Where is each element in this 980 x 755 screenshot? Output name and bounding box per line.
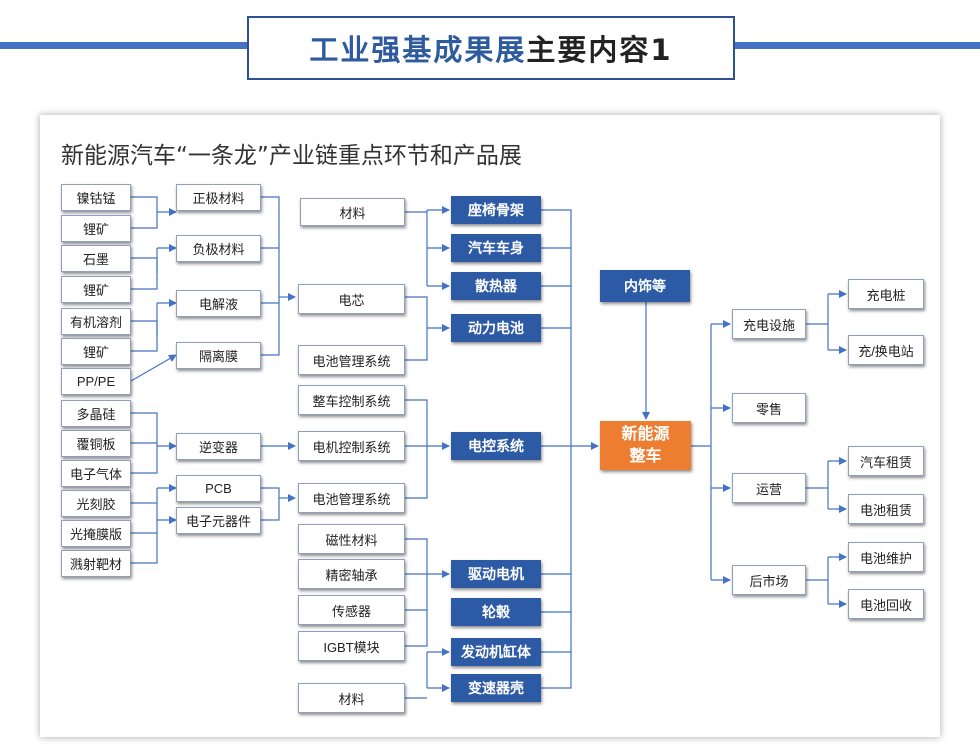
node-battery-rental: 电池租赁	[848, 494, 924, 524]
node-sputtering-target: 溅射靶材	[61, 550, 131, 577]
node-engine-block: 发动机缸体	[451, 638, 541, 666]
node-seat-frame: 座椅骨架	[451, 196, 541, 224]
node-graphite: 石墨	[61, 245, 131, 272]
diagram-subtitle: 新能源汽车“一条龙”产业链重点环节和产品展	[61, 143, 522, 169]
node-materials-2: 材料	[298, 683, 405, 713]
node-power-battery: 动力电池	[451, 314, 541, 342]
node-lithium-ore-2: 锂矿	[61, 276, 131, 303]
node-electrolyte: 电解液	[176, 290, 261, 317]
node-retail: 零售	[732, 393, 806, 423]
node-lithium-ore-1: 锂矿	[61, 215, 131, 242]
node-battery-recycling: 电池回收	[848, 589, 924, 619]
node-vehicle-control-system: 整车控制系统	[298, 385, 405, 415]
node-drive-motor: 驱动电机	[451, 560, 541, 588]
node-sensor: 传感器	[298, 595, 405, 625]
page-title: 工业强基成果展主要内容1	[247, 16, 735, 80]
node-electric-control-system: 电控系统	[451, 432, 541, 460]
node-inverter: 逆变器	[176, 433, 261, 460]
node-car-body: 汽车车身	[451, 234, 541, 262]
node-igbt-module: IGBT模块	[298, 631, 405, 661]
node-materials-1: 材料	[300, 198, 405, 226]
vehicle-label-line2: 整车	[629, 447, 662, 465]
node-aftermarket: 后市场	[732, 565, 806, 595]
vehicle-label-line1: 新能源	[621, 425, 670, 443]
node-radiator: 散热器	[451, 272, 541, 300]
node-anode-material: 负极材料	[176, 235, 261, 262]
node-precision-bearing: 精密轴承	[298, 559, 405, 589]
title-blue-part: 工业强基成果展	[309, 33, 527, 67]
node-pcb: PCB	[176, 475, 261, 502]
node-polysilicon: 多晶硅	[61, 400, 131, 427]
node-wheel-hub: 轮毂	[451, 598, 541, 626]
node-interior-trim: 内饰等	[600, 270, 690, 302]
node-electronic-gas: 电子气体	[61, 460, 131, 487]
node-bms-2: 电池管理系统	[298, 483, 405, 513]
node-charging-pile: 充电桩	[848, 279, 924, 309]
node-motor-control-system: 电机控制系统	[298, 431, 405, 461]
node-bms-1: 电池管理系统	[298, 345, 405, 375]
node-gearbox-housing: 变速器壳	[451, 674, 541, 702]
node-car-rental: 汽车租赁	[848, 446, 924, 476]
node-nickel-cobalt-manganese: 镍钴锰	[61, 184, 131, 211]
node-battery-cell: 电芯	[298, 284, 405, 314]
node-charging-swap-station: 充/换电站	[848, 335, 924, 365]
node-operations: 运营	[732, 473, 806, 503]
header-line-right	[733, 42, 980, 49]
node-photomask: 光掩膜版	[61, 520, 131, 547]
node-new-energy-vehicle: 新能源 整车	[600, 421, 691, 470]
node-organic-solvent: 有机溶剂	[61, 308, 131, 335]
node-photoresist: 光刻胶	[61, 490, 131, 517]
header-line-left	[0, 42, 250, 49]
node-separator: 隔离膜	[176, 342, 261, 369]
node-pp-pe: PP/PE	[61, 368, 131, 395]
node-electronic-components: 电子元器件	[176, 507, 261, 534]
node-copper-clad-board: 覆铜板	[61, 430, 131, 457]
node-lithium-ore-3: 锂矿	[61, 338, 131, 365]
title-dark-part: 主要内容1	[526, 33, 673, 67]
node-cathode-material: 正极材料	[176, 184, 261, 211]
node-charging-facilities: 充电设施	[732, 309, 806, 339]
node-magnetic-material: 磁性材料	[298, 524, 405, 554]
node-battery-maintenance: 电池维护	[848, 542, 924, 572]
